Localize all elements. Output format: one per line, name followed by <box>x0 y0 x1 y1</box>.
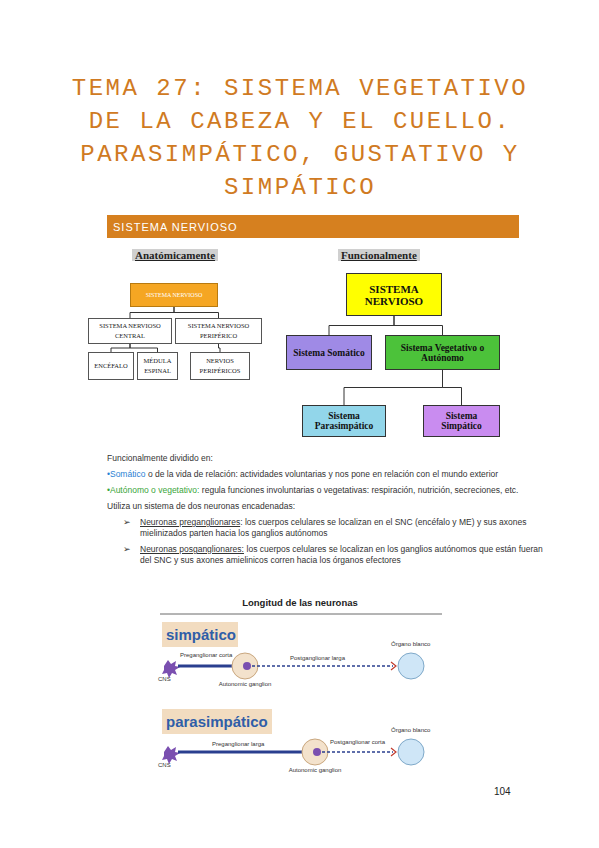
tree-box: SISTEMA NERVIOSO CENTRAL <box>88 318 172 344</box>
axon-label: Preganglionar larga <box>212 741 264 747</box>
paragraph: •Autónomo o vegetativo:regula funciones … <box>107 485 547 496</box>
preganglionic-axon <box>178 665 232 668</box>
tree-connector <box>130 307 174 318</box>
ganglion-label: Autonomic ganglion <box>289 767 342 773</box>
node-label: Sistema Somático <box>293 348 365 358</box>
section-band: SISTEMA NERVIOSO <box>107 215 519 238</box>
node-label: NERVIOS PERIFÉRICOS <box>193 356 247 376</box>
paragraph: ➢Neuronas posganglionares:los cuerpos ce… <box>123 544 547 566</box>
body-text: •Somático <box>107 469 145 479</box>
synapse-mark <box>391 662 396 670</box>
node-label: parasimpático <box>166 713 268 730</box>
body-text: o de la vida de relación: actividades vo… <box>148 469 498 479</box>
node-label: simpático <box>166 626 236 643</box>
sympathetic-neurons <box>162 653 424 679</box>
tree-connector <box>174 307 219 318</box>
node-label: Sistema Vegetativo o Autónomo <box>389 343 496 363</box>
axon-label: Preganglionar corta <box>180 652 232 658</box>
organ-label: Órgano blanco <box>391 727 430 733</box>
tree-connector <box>219 344 221 352</box>
node-label: MÉDULA ESPINAL <box>140 356 175 376</box>
bullet-mark: ➢ <box>123 544 131 555</box>
body-text: Funcionalmente dividido en: •Somáticoo de… <box>107 453 547 571</box>
parasympathetic-neurons <box>162 739 424 765</box>
cns-neuron <box>162 746 180 764</box>
paragraph: Utiliza un sistema de dos neuronas encad… <box>107 501 547 512</box>
synapse-mark <box>391 748 396 756</box>
cns-neuron <box>162 660 180 678</box>
axon-label: Postganglionar larga <box>290 655 345 661</box>
section-heading: Funcionalmente <box>338 249 420 261</box>
ganglion-label: Autonomic ganglion <box>219 681 272 687</box>
tree-connector <box>344 370 443 405</box>
body-text: Utiliza un sistema de dos neuronas encad… <box>107 501 295 511</box>
node-label: SISTEMA NERVIOSO <box>350 283 438 307</box>
body-text: Funcionalmente dividido en: <box>107 453 213 463</box>
page-number: 104 <box>494 786 511 797</box>
preganglionic-axon <box>178 751 302 754</box>
tree-box: MÉDULA ESPINAL <box>137 352 178 380</box>
postganglionic-axon <box>322 751 393 753</box>
division-tag: simpático <box>162 622 238 647</box>
cns-label: CNS <box>158 762 171 768</box>
ganglion-neuron <box>313 748 321 756</box>
tree-box: NERVIOS PERIFÉRICOS <box>190 352 250 380</box>
paragraph: ➢Neuronas preganglionares: los cuerpos c… <box>123 517 547 539</box>
system-box: Sistema Somático <box>286 335 372 370</box>
node-label: ENCÉFALO <box>94 361 127 371</box>
axon-label: Postganglionar corta <box>330 739 385 745</box>
organ-label: Órgano blanco <box>391 641 430 647</box>
postganglionic-axon <box>252 665 393 667</box>
tree-box: ENCÉFALO <box>88 352 134 380</box>
cns-label: CNS <box>158 676 171 682</box>
figure-heading: Longitud de las neuronas <box>242 597 358 608</box>
section-heading: Anatómicamente <box>132 249 218 261</box>
tree-connector <box>394 316 443 335</box>
tree-root: SISTEMA NERVIOSO <box>130 283 218 307</box>
target-organ <box>398 653 424 679</box>
node-label: Sistema Parasimpático <box>306 411 382 431</box>
tree-root: SISTEMA NERVIOSO <box>346 273 442 316</box>
system-box: Sistema Simpático <box>423 405 500 437</box>
node-label: SISTEMA NERVIOSO PERIFÉRICO <box>178 321 259 341</box>
target-organ <box>398 739 424 765</box>
tree-connector <box>130 344 158 352</box>
system-box: Sistema Parasimpático <box>302 405 386 437</box>
body-text: •Autónomo o vegetativo: <box>107 485 199 495</box>
paragraph: Funcionalmente dividido en: <box>107 453 547 464</box>
paragraph: •Somáticoo de la vida de relación: activ… <box>107 469 547 480</box>
tree-box: SISTEMA NERVIOSO PERIFÉRICO <box>175 318 262 344</box>
node-label: SISTEMA NERVIOSO <box>146 292 203 298</box>
node-label: Sistema Simpático <box>427 411 496 431</box>
division-tag: parasimpático <box>162 709 272 734</box>
tree-connector <box>329 316 394 335</box>
bullet-mark: ➢ <box>123 517 131 528</box>
body-text: Neuronas posganglionares: <box>140 544 244 554</box>
body-text: Neuronas preganglionares <box>140 517 240 527</box>
heading-rule <box>160 614 442 615</box>
body-text: regula funciones involuntarias o vegetat… <box>202 485 519 495</box>
node-label: SISTEMA NERVIOSO <box>113 221 238 233</box>
tree-connector <box>443 370 462 405</box>
node-label: SISTEMA NERVIOSO CENTRAL <box>91 321 169 341</box>
tree-connector <box>111 344 130 352</box>
ganglion-neuron <box>243 662 251 670</box>
page-title: TEMA 27: SISTEMA VEGETATIVO DE LA CABEZA… <box>50 72 550 204</box>
system-box: Sistema Vegetativo o Autónomo <box>385 335 500 370</box>
